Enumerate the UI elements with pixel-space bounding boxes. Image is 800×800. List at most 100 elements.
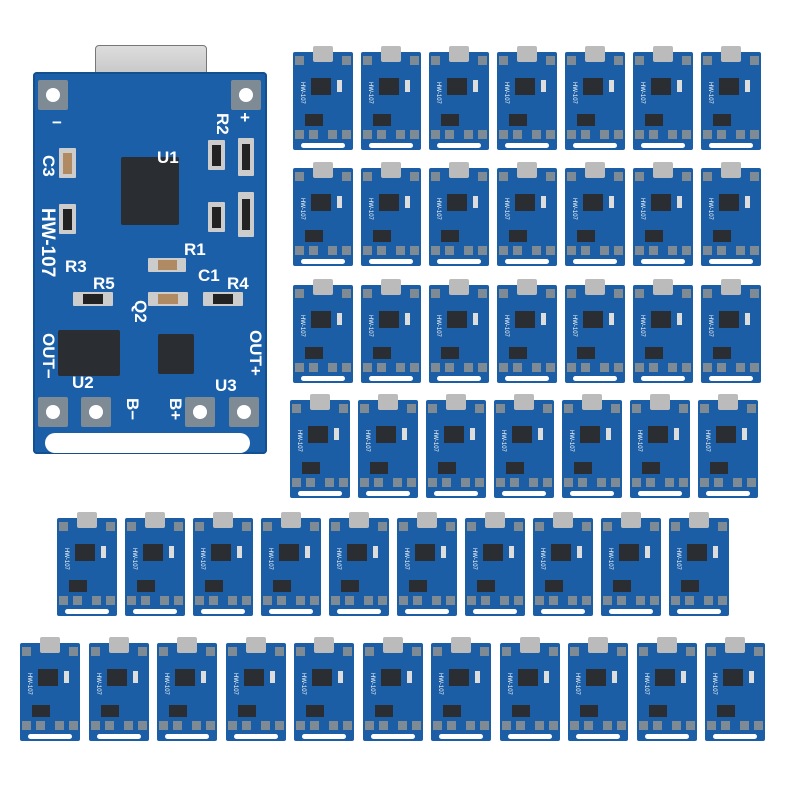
solder-pad: [718, 596, 727, 605]
solder-pad: [515, 721, 525, 730]
small-charger-board: HW-107: [329, 512, 389, 616]
label-c1: C1: [198, 266, 220, 285]
led: [645, 546, 650, 558]
board-slot: [301, 259, 345, 264]
micro-usb-connector: [721, 279, 741, 295]
solder-pad: [231, 80, 261, 110]
small-charger-board: HW-107: [358, 394, 418, 498]
led: [338, 671, 343, 683]
small-charger-board: HW-107: [397, 512, 457, 616]
chip: [713, 347, 731, 359]
chip: [577, 230, 595, 242]
micro-usb-connector: [213, 512, 233, 528]
micro-usb-connector: [650, 394, 670, 410]
solder-pad: [90, 647, 100, 656]
solder-pad: [611, 478, 620, 487]
solder-pad: [342, 363, 351, 372]
solder-pad: [668, 246, 677, 255]
small-charger-board: HW-107: [293, 162, 353, 266]
small-charger-board: HW-107: [533, 512, 593, 616]
solder-pad: [603, 522, 612, 531]
led: [543, 671, 549, 683]
board-model-label: HW-107: [367, 82, 373, 104]
solder-pad: [325, 478, 334, 487]
solder-pad: [431, 130, 440, 139]
solder-pad: [69, 721, 78, 730]
board-slot: [269, 609, 313, 614]
solder-pad: [750, 246, 759, 255]
label-r1: R1: [184, 240, 206, 259]
chip: [341, 580, 359, 592]
board-model-label: HW-107: [432, 430, 438, 452]
board-slot: [638, 491, 682, 496]
chip: [305, 114, 323, 126]
led: [674, 428, 679, 440]
solder-pad: [292, 404, 301, 413]
micro-usb-connector: [519, 637, 540, 653]
solder-pad: [397, 721, 407, 730]
led: [470, 428, 475, 440]
chip: [512, 426, 532, 443]
small-charger-board: HW-107: [630, 394, 690, 498]
solder-pad: [295, 172, 304, 181]
solder-pad: [296, 721, 305, 730]
micro-usb-connector: [381, 279, 401, 295]
solder-pad: [650, 596, 659, 605]
led: [509, 546, 514, 558]
chip: [651, 311, 671, 328]
solder-pad: [635, 289, 644, 298]
solder-pad: [431, 56, 440, 65]
chip: [205, 580, 223, 592]
solder-pad: [345, 596, 354, 605]
led: [402, 428, 407, 440]
solder-pad: [306, 478, 315, 487]
solder-pad: [665, 478, 674, 487]
board-model-label: HW-107: [607, 548, 613, 570]
solder-pad: [717, 363, 726, 372]
chip: [32, 705, 50, 717]
chip: [509, 347, 527, 359]
led: [238, 138, 254, 176]
small-charger-board: HW-107: [157, 637, 217, 741]
solder-pad: [546, 363, 555, 372]
board-model-label: HW-107: [199, 548, 205, 570]
solder-pad: [636, 596, 645, 605]
solder-pad: [466, 721, 475, 730]
solder-pad: [38, 397, 68, 427]
chip: [648, 426, 668, 443]
led: [337, 196, 342, 208]
solder-pad: [377, 246, 386, 255]
chip: [511, 705, 530, 717]
chip: [211, 544, 231, 561]
micro-usb-connector: [653, 46, 673, 62]
micro-usb-connector: [517, 162, 537, 178]
solder-pad: [611, 404, 620, 413]
solder-pad: [310, 721, 319, 730]
solder-pad: [227, 647, 237, 656]
micro-usb-connector: [449, 279, 469, 295]
board-slot: [709, 143, 753, 148]
solder-pad: [570, 647, 579, 656]
chip: [143, 544, 163, 561]
board-model-label: HW-107: [163, 673, 169, 695]
board-model-label: HW-107: [711, 673, 717, 695]
solder-pad: [513, 363, 522, 372]
solder-pad: [59, 596, 68, 605]
board-model-label: HW-107: [503, 198, 509, 220]
solder-pad: [295, 130, 304, 139]
solder-pad: [501, 647, 511, 656]
micro-usb-connector: [514, 394, 534, 410]
solder-pad: [309, 246, 318, 255]
solder-pad: [446, 522, 455, 531]
solder-pad: [274, 647, 284, 656]
board-model-label: HW-107: [571, 82, 577, 104]
chip: [642, 462, 660, 474]
solder-pad: [295, 363, 304, 372]
solder-pad: [682, 289, 691, 298]
solder-pad: [329, 721, 338, 730]
board-model-label: HW-107: [639, 82, 645, 104]
solder-pad: [106, 596, 115, 605]
solder-pad: [464, 130, 473, 139]
chip: [710, 462, 728, 474]
solder-pad: [241, 721, 251, 730]
